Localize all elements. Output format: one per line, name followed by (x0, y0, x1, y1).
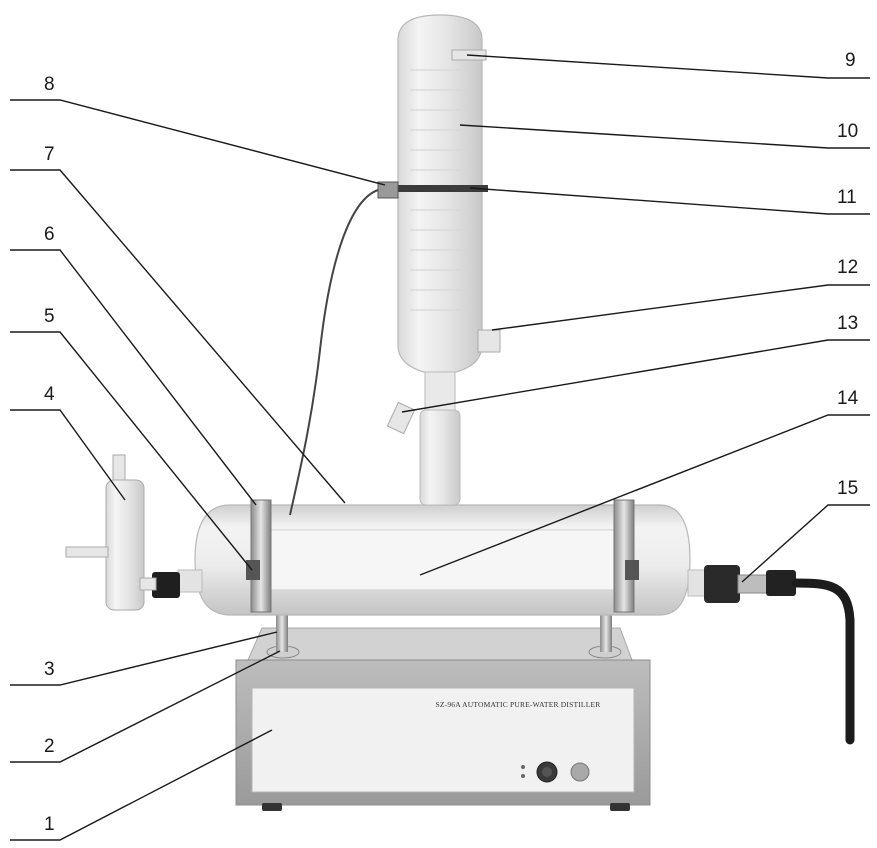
condenser-clamp-band (392, 185, 488, 192)
leader-lines (10, 54, 870, 841)
callout-7: 7 (44, 144, 55, 165)
front-panel (251, 687, 635, 793)
callout-8: 8 (44, 74, 55, 95)
condenser (289, 14, 501, 516)
callout-labels: 1 2 3 4 5 6 7 8 9 10 11 12 13 14 15 (44, 50, 859, 835)
reset-button (570, 762, 590, 782)
callout-11: 11 (837, 187, 857, 208)
callout-14: 14 (837, 388, 859, 409)
callout-15: 15 (837, 478, 858, 499)
boiler-tube (152, 499, 855, 745)
support-posts (276, 605, 612, 652)
foot-right (610, 803, 630, 811)
foot-left (262, 803, 282, 811)
side-inlet-tube (65, 454, 157, 611)
callout-3: 3 (44, 659, 55, 680)
callout-2: 2 (44, 736, 55, 757)
panel-model-text: SZ-96A AUTOMATIC PURE-WATER DISTILLER (436, 700, 601, 709)
callout-13: 13 (837, 313, 858, 334)
callout-9: 9 (845, 50, 856, 71)
power-plug-connector (704, 565, 740, 603)
clamp-band-right (613, 499, 635, 613)
sensor-wire (289, 189, 379, 516)
indicator-light-top (521, 765, 525, 769)
callout-1: 1 (44, 814, 55, 835)
callout-4: 4 (44, 384, 55, 405)
clamp-band-left (250, 499, 272, 613)
power-cable (791, 578, 855, 745)
callout-6: 6 (44, 224, 55, 245)
clamp-screw-left (246, 560, 260, 580)
callout-10: 10 (837, 121, 858, 142)
callout-5: 5 (44, 306, 55, 327)
callout-12: 12 (837, 257, 858, 278)
base-unit: SZ-96A AUTOMATIC PURE-WATER DISTILLER (235, 627, 651, 811)
clamp-screw-right (625, 560, 639, 580)
left-end-cap (152, 572, 180, 598)
indicator-light-bottom (521, 774, 525, 778)
